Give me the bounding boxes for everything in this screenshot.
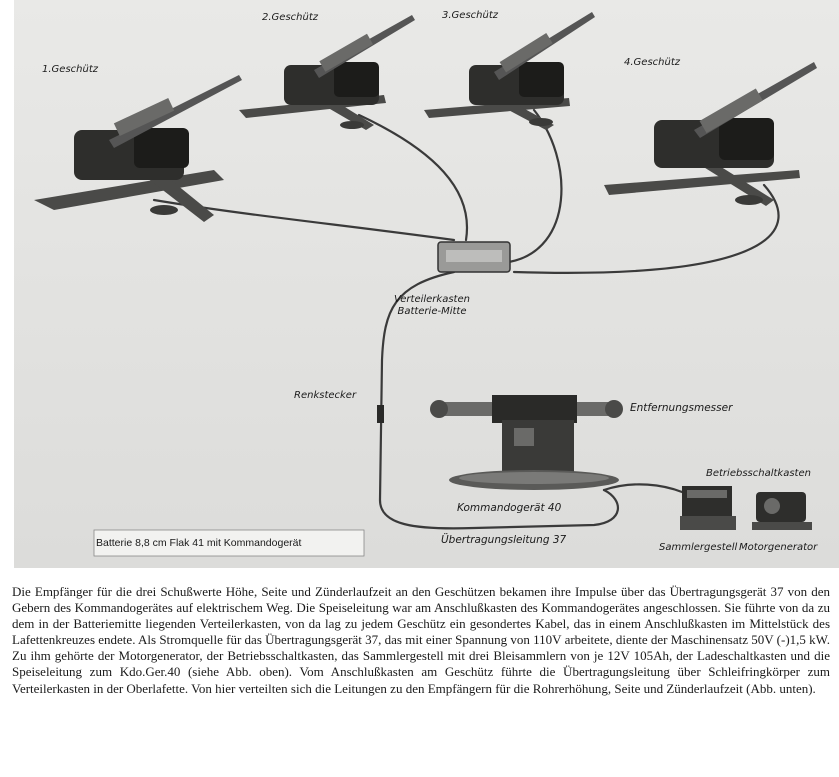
body-paragraph: Die Empfänger für die drei Schußwerte Hö…	[12, 584, 830, 696]
cable-main	[378, 270, 620, 530]
photo-illustration	[14, 0, 839, 568]
gun4-illustration	[604, 62, 817, 206]
label-plug: Renkstecker	[294, 390, 357, 401]
gun3-illustration	[424, 12, 595, 130]
label-motor-generator: Motorgenerator	[739, 542, 818, 553]
caption-box	[93, 529, 365, 557]
power-equipment-illustration	[680, 486, 812, 530]
label-switch-box: Betriebsschaltkasten	[706, 468, 811, 479]
label-gun1: 1.Geschütz	[42, 64, 98, 75]
label-gun3: 3.Geschütz	[442, 10, 498, 21]
label-gun2: 2.Geschütz	[262, 12, 318, 23]
label-command-device: Kommandogerät 40	[457, 502, 562, 514]
distribution-box-illustration	[437, 241, 511, 273]
cable-gun3	[507, 108, 563, 264]
label-distribution-box: Verteilerkasten Batterie-Mitte	[394, 294, 470, 318]
figure-caption: Batterie 8,8 cm Flak 41 mit Kommandogerä…	[96, 537, 302, 549]
command-device-illustration	[430, 395, 623, 490]
cable-gun2	[357, 113, 469, 242]
label-transmission-line: Übertragungsleitung 37	[441, 534, 567, 546]
cable-gun4	[512, 183, 780, 274]
cable-power	[602, 483, 684, 494]
gun1-illustration	[34, 75, 242, 222]
battery-photograph: 1.Geschütz 2.Geschütz 3.Geschütz 4.Gesch…	[14, 0, 839, 568]
label-gun4: 4.Geschütz	[624, 57, 680, 68]
plug-illustration	[377, 405, 384, 423]
label-rangefinder: Entfernungsmesser	[630, 402, 733, 414]
label-battery-rack: Sammlergestell	[659, 542, 738, 553]
gun2-illustration	[239, 15, 415, 130]
label-distribution-box-line1: Verteilerkasten	[394, 294, 470, 305]
label-distribution-box-line2: Batterie-Mitte	[397, 306, 467, 317]
cable-network	[152, 108, 780, 530]
